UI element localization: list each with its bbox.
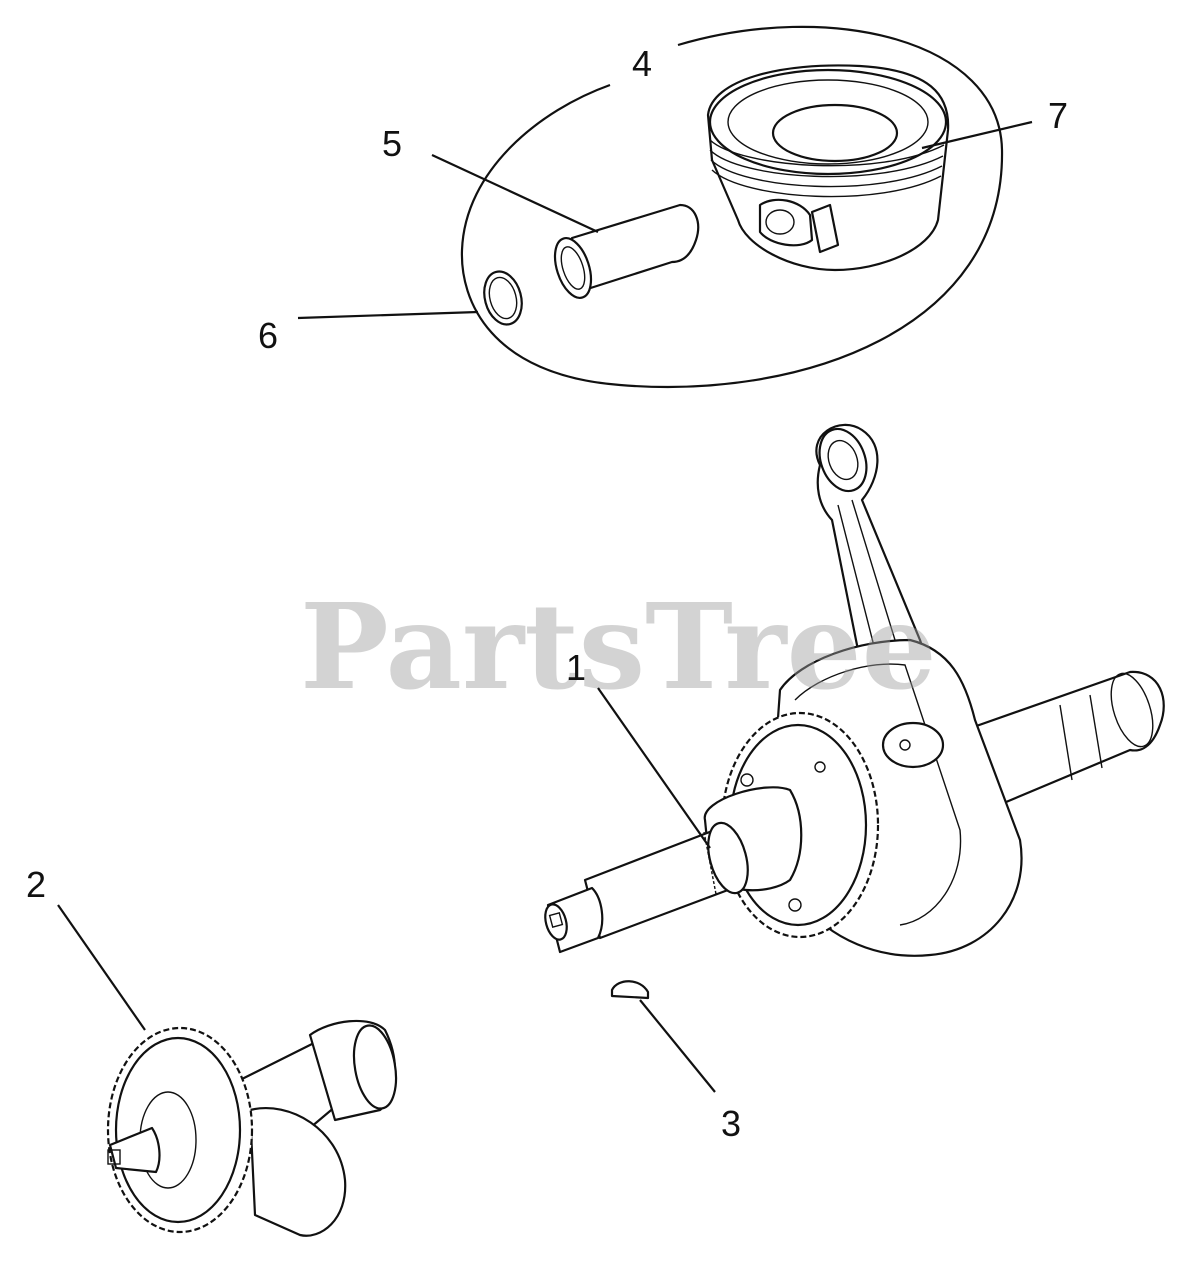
callout-5: 5: [382, 123, 402, 164]
callout-3: 3: [721, 1103, 741, 1144]
callout-1: 1: [566, 647, 586, 688]
leader-line-6: [297, 310, 479, 320]
watermark-text: PartsTree: [300, 577, 937, 716]
piston-kit-ellipse: [460, 25, 1004, 389]
callout-2: 2: [26, 864, 46, 905]
piston: [706, 64, 950, 272]
leader-line-7: [921, 120, 1033, 150]
callout-4: 4: [632, 43, 652, 84]
crankshaft-assembly: [544, 423, 1165, 957]
camshaft: [106, 1019, 398, 1237]
wrist-pin: [553, 203, 700, 299]
leader-line-1: [597, 687, 711, 849]
leader-line-5: [431, 154, 599, 233]
circlip: [483, 270, 523, 326]
woodruff-key: [610, 980, 650, 1000]
callout-6: 6: [258, 315, 278, 356]
leader-line-3: [639, 999, 716, 1093]
callout-7: 7: [1048, 95, 1068, 136]
leader-line-2: [57, 904, 146, 1031]
